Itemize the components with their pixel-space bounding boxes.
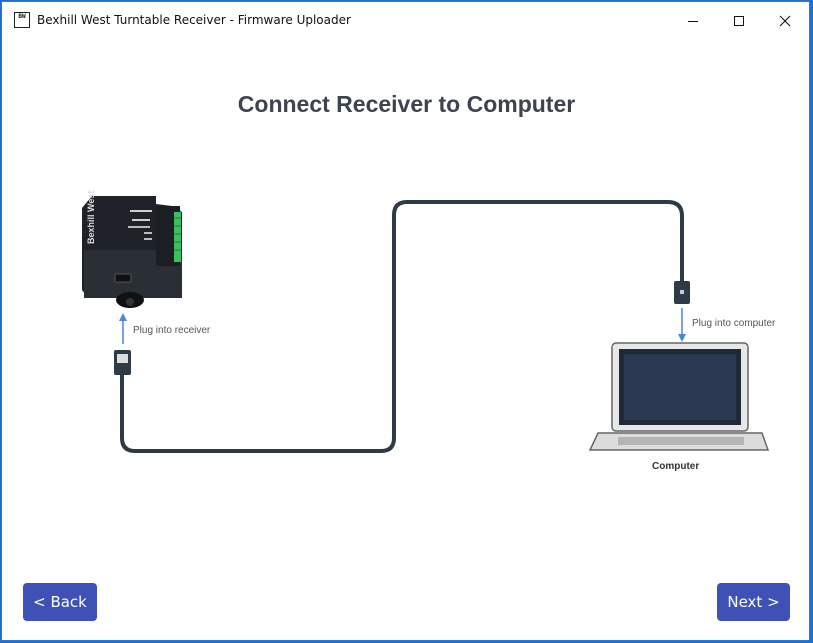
computer-plug-label: Plug into computer (692, 318, 776, 329)
minimize-icon (688, 21, 698, 22)
computer-usb-plug (674, 281, 690, 304)
connection-diagram: Bexhill West (82, 191, 770, 453)
laptop-computer (588, 342, 770, 451)
app-logo-icon: BW (14, 12, 30, 28)
usb-cable (120, 200, 684, 453)
receiver-arrow (119, 313, 127, 344)
close-button[interactable] (762, 2, 808, 40)
title-bar[interactable]: BW Bexhill West Turntable Receiver - Fir… (2, 2, 809, 40)
next-button[interactable]: Next > (717, 583, 790, 621)
close-icon (779, 15, 791, 27)
maximize-button[interactable] (716, 2, 762, 40)
page-title: Connect Receiver to Computer (237, 91, 576, 117)
receiver-usb-plug (114, 350, 131, 375)
maximize-icon (734, 16, 744, 26)
receiver-plug-label: Plug into receiver (133, 325, 211, 336)
window-title: Bexhill West Turntable Receiver - Firmwa… (37, 13, 351, 27)
computer-arrow (678, 308, 686, 342)
minimize-button[interactable] (670, 2, 716, 40)
device-brand-text: Bexhill West (86, 191, 96, 244)
receiver-device: Bexhill West (82, 191, 182, 308)
computer-caption: Computer (652, 461, 700, 472)
back-button[interactable]: < Back (23, 583, 97, 621)
